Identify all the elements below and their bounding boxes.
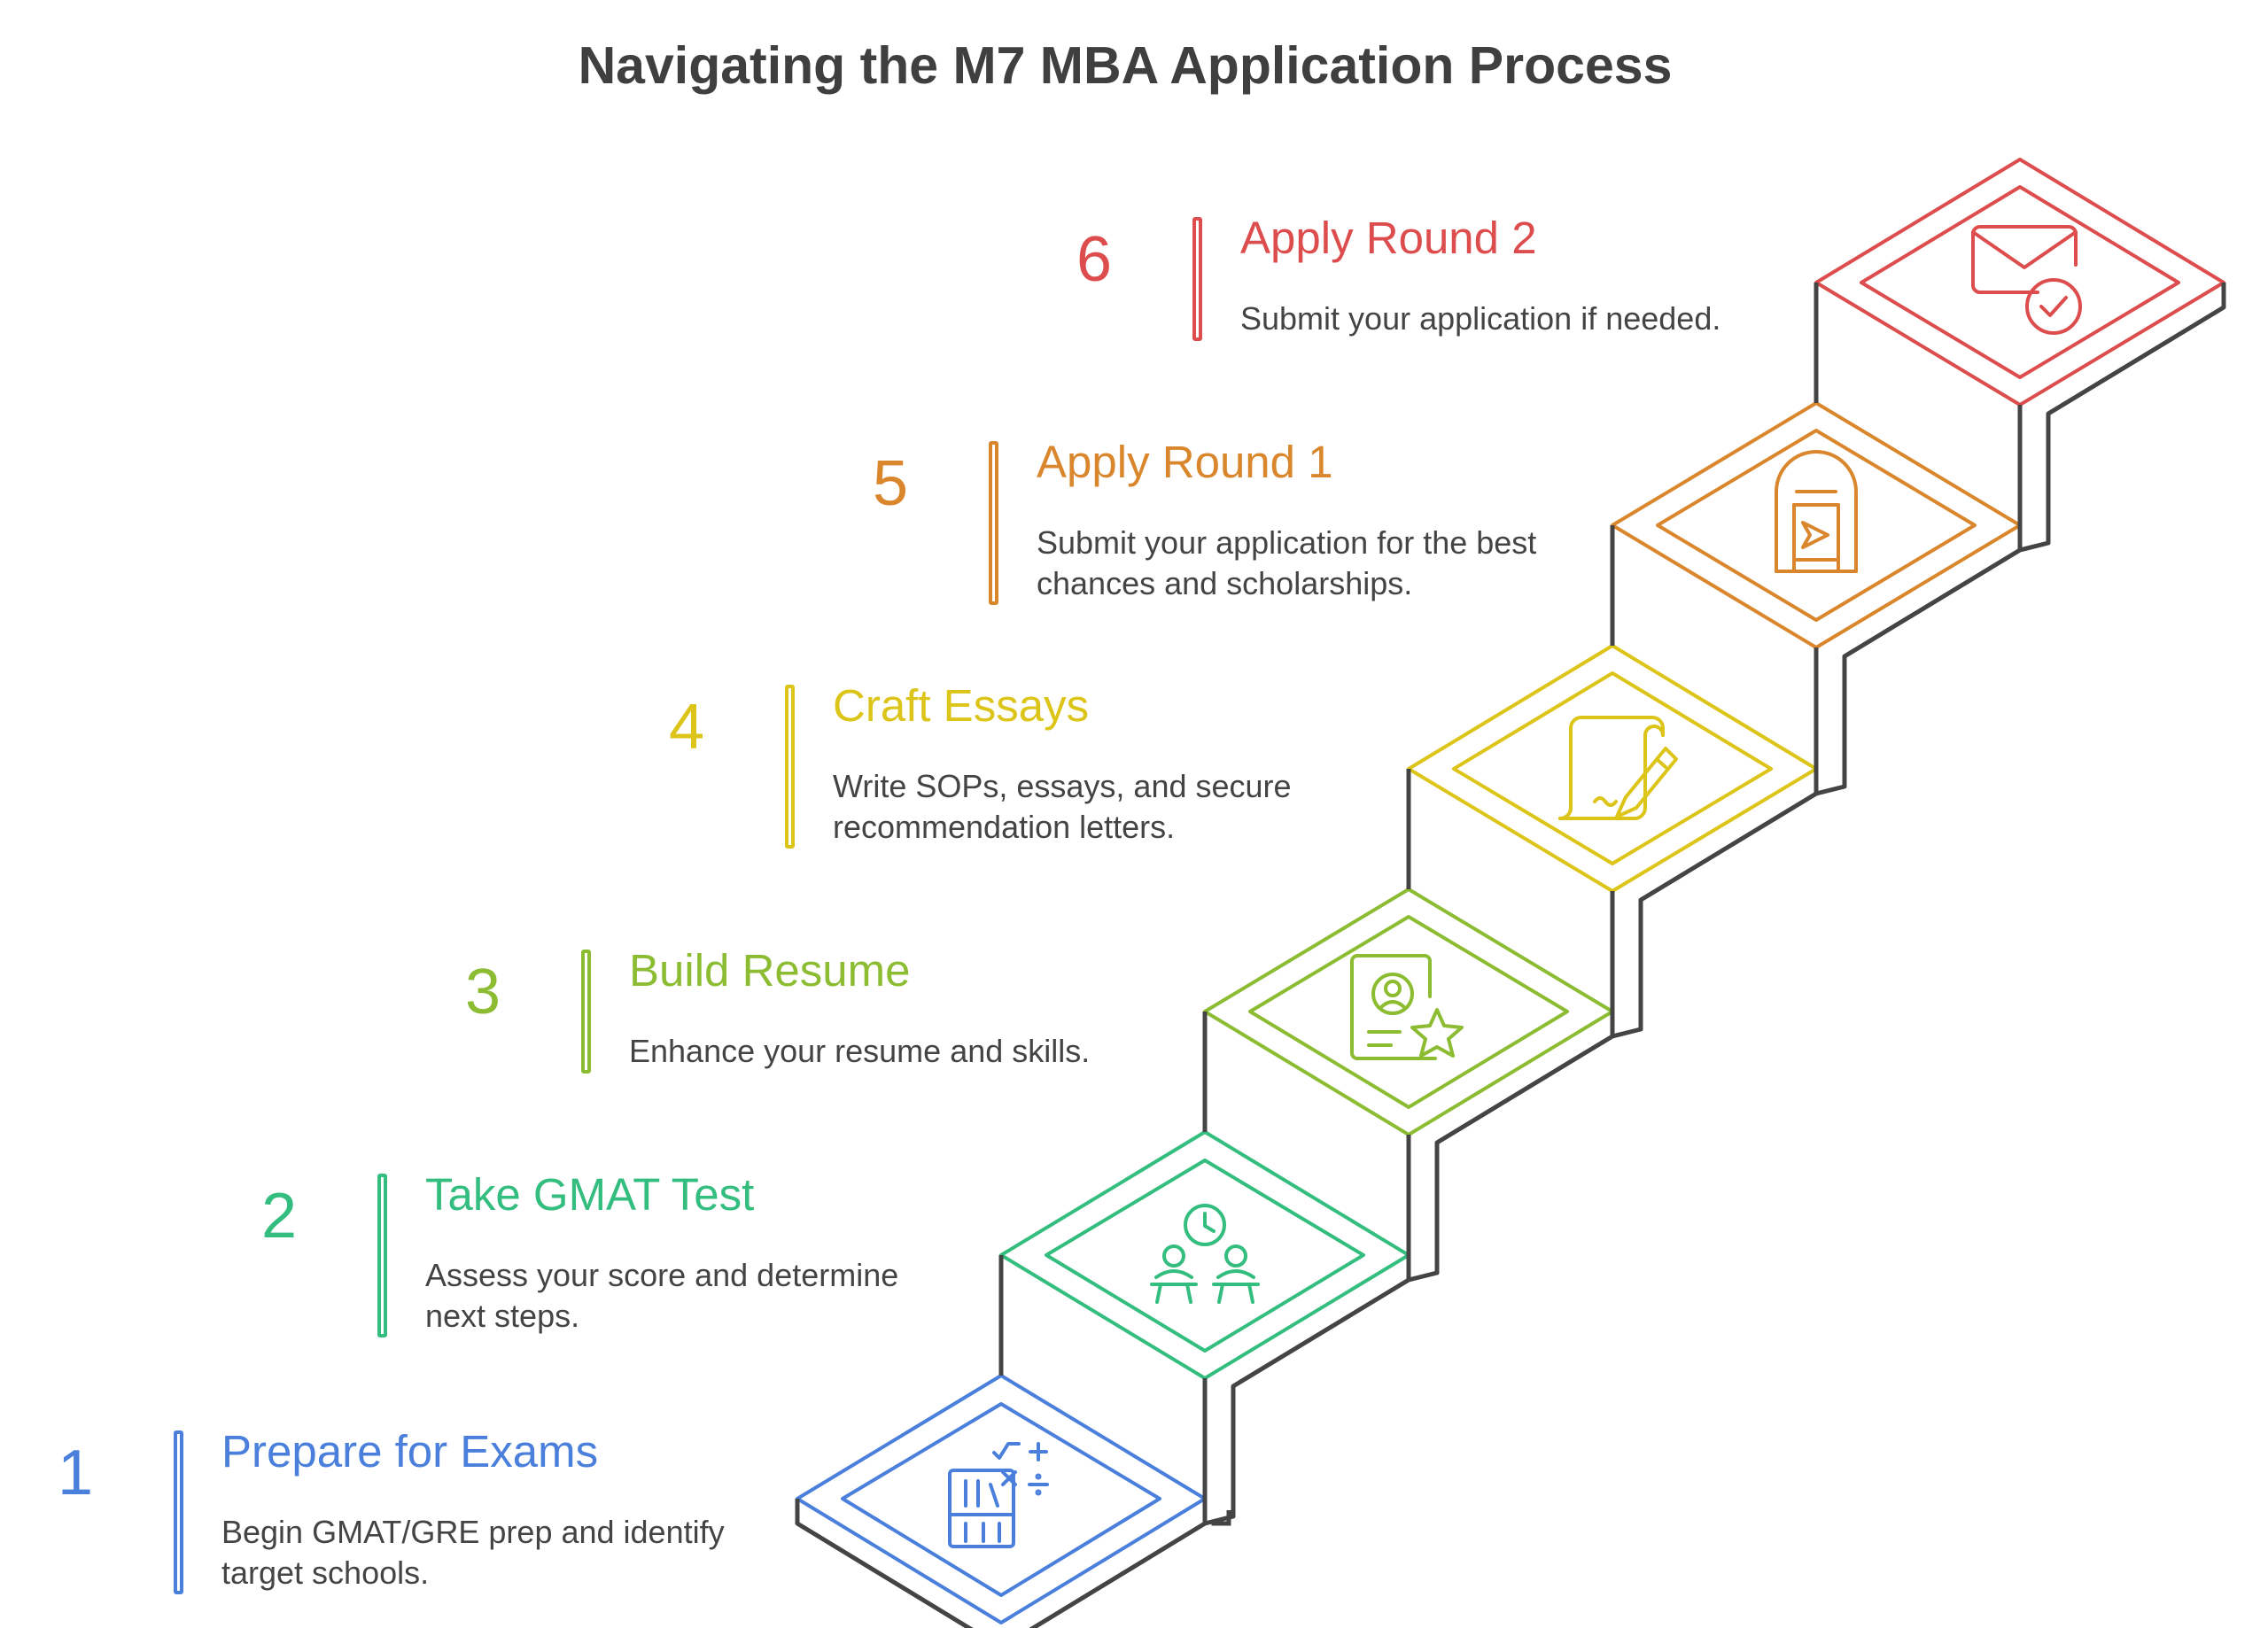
step-5-tile [1611, 401, 2022, 649]
mail-check-icon [1971, 225, 2082, 335]
step-2-riser [998, 1255, 1411, 1526]
step-number: 6 [1076, 224, 1113, 295]
step-accent-bar [377, 1174, 387, 1337]
step-number: 5 [873, 448, 909, 519]
step-title: Build Resume [629, 945, 911, 996]
mailbox-icon [1775, 450, 1858, 573]
step-6-riser [1814, 283, 2226, 553]
step-6-tile [1814, 158, 2225, 407]
step-description: Write SOPs, essays, and secure recommend… [833, 768, 1292, 845]
step-4-tile [1407, 644, 1818, 893]
step-accent-bar [174, 1430, 183, 1594]
step-description: Submit your application if needed. [1240, 300, 1721, 337]
step-accent-bar [1192, 217, 1202, 341]
step-number: 4 [669, 692, 705, 763]
step-description: Begin GMAT/GRE prep and identify target … [221, 1514, 725, 1591]
step-title: Prepare for Exams [221, 1426, 599, 1477]
step-description: Submit your application for the best cha… [1037, 524, 1537, 601]
step-accent-bar [785, 685, 795, 849]
step-1-riser [795, 1499, 1208, 1628]
step-accent-bar [581, 950, 591, 1074]
step-number: 1 [58, 1438, 94, 1508]
step-number: 3 [465, 957, 501, 1027]
step-1-tile [796, 1374, 1207, 1624]
step-3-tile [1203, 888, 1614, 1136]
diagram-title: Navigating the M7 MBA Application Proces… [578, 36, 1673, 95]
step-number: 2 [261, 1181, 298, 1252]
step-5-riser [1610, 525, 2023, 796]
step-title: Apply Round 1 [1037, 437, 1333, 487]
books-math-icon [948, 1442, 1049, 1548]
step-accent-bar [989, 441, 998, 605]
step-title: Take GMAT Test [425, 1169, 755, 1220]
step-title: Craft Essays [833, 680, 1090, 731]
exam-clock-icon [1150, 1204, 1260, 1304]
step-description: Enhance your resume and skills. [629, 1033, 1091, 1069]
step-title: Apply Round 2 [1240, 213, 1537, 263]
essay-pen-icon [1558, 716, 1678, 820]
step-2-tile [999, 1130, 1410, 1380]
step-description: Assess your score and determine next ste… [425, 1257, 899, 1334]
step-4-riser [1406, 769, 1819, 1039]
resume-star-icon [1350, 954, 1464, 1060]
step-3-riser [1202, 1012, 1615, 1283]
